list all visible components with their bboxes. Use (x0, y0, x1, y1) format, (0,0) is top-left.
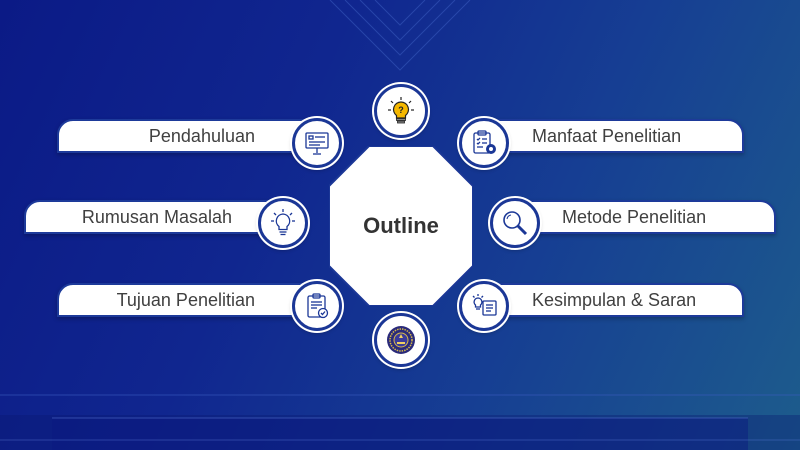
outline-item-manfaat-penelitian[interactable]: Manfaat Penelitian (478, 119, 744, 153)
svg-text:?: ? (398, 105, 404, 115)
octagon-shape (329, 146, 473, 306)
outline-item-label: Manfaat Penelitian (532, 125, 682, 146)
outline-item-pendahuluan[interactable]: Pendahuluan (57, 119, 309, 153)
center-octagon: Outline (329, 146, 473, 306)
outline-item-metode-penelitian[interactable]: Metode Penelitian (508, 200, 776, 234)
idea-board-icon (459, 281, 509, 331)
outline-item-kesimpulan-saran[interactable]: Kesimpulan & Saran (478, 283, 744, 317)
outline-item-label: Tujuan Penelitian (116, 289, 255, 310)
outline-item-tujuan-penelitian[interactable]: Tujuan Penelitian (57, 283, 309, 317)
outline-item-label: Metode Penelitian (562, 206, 707, 227)
outline-item-label: Pendahuluan (148, 125, 255, 146)
lightbulb-question-icon: ? (374, 84, 428, 138)
outline-item-rumusan-masalah[interactable]: Rumusan Masalah (24, 200, 286, 234)
lightbulb-icon (258, 198, 308, 248)
university-seal-icon (374, 313, 428, 367)
magnifier-icon (490, 198, 540, 248)
outline-item-label: Kesimpulan & Saran (532, 289, 697, 310)
clipboard-gear-icon (459, 118, 509, 168)
outline-item-label: Rumusan Masalah (81, 206, 232, 227)
presentation-board-icon (292, 118, 342, 168)
outline-title: Outline (363, 213, 439, 238)
clipboard-check-icon (292, 281, 342, 331)
